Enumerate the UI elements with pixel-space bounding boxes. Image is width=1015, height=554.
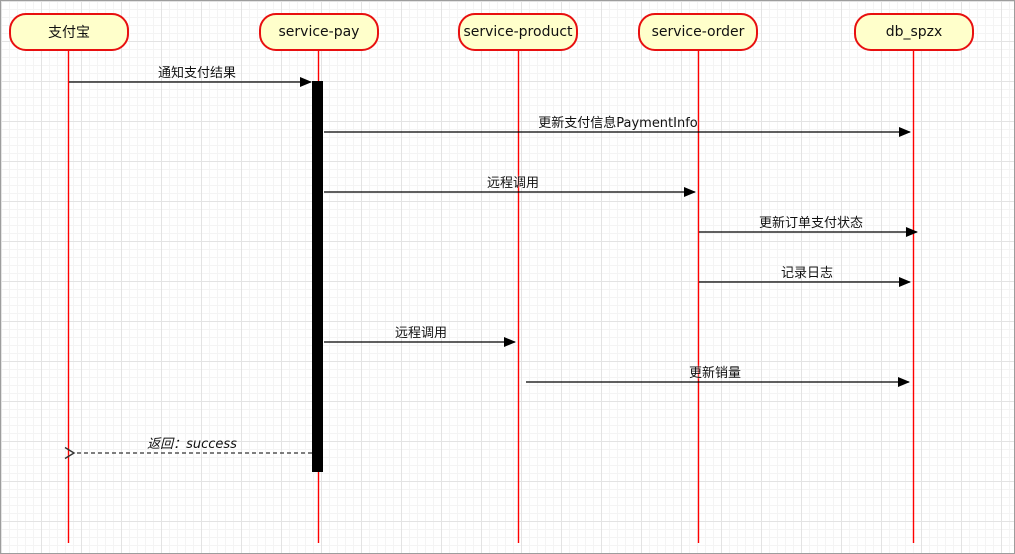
actor-label: db_spzx	[885, 24, 943, 40]
message-label-update-order-pay-status[interactable]: 更新订单支付状态	[758, 216, 864, 231]
activation-bar-service-pay[interactable]	[312, 81, 323, 472]
actor-box-zhifubao[interactable]: 支付宝	[9, 13, 129, 51]
actor-box-db-spzx[interactable]: db_spzx	[854, 13, 974, 51]
message-label-update-sales[interactable]: 更新销量	[688, 366, 742, 381]
message-label-remote-call-order[interactable]: 远程调用	[486, 176, 540, 191]
actor-box-service-order[interactable]: service-order	[638, 13, 758, 51]
actor-box-service-product[interactable]: service-product	[458, 13, 578, 51]
actor-label: service-product	[463, 24, 573, 40]
message-label-log[interactable]: 记录日志	[780, 266, 834, 281]
message-label-notify-payment-result[interactable]: 通知支付结果	[157, 66, 237, 81]
actor-label: service-order	[651, 24, 745, 40]
message-label-update-payment-info[interactable]: 更新支付信息PaymentInfo	[538, 116, 698, 131]
actor-label: service-pay	[278, 24, 360, 40]
actor-box-service-pay[interactable]: service-pay	[259, 13, 379, 51]
actor-label: 支付宝	[48, 25, 90, 41]
message-label-return-success[interactable]: 返回：success	[147, 437, 237, 452]
message-label-remote-call-product[interactable]: 远程调用	[394, 326, 448, 341]
